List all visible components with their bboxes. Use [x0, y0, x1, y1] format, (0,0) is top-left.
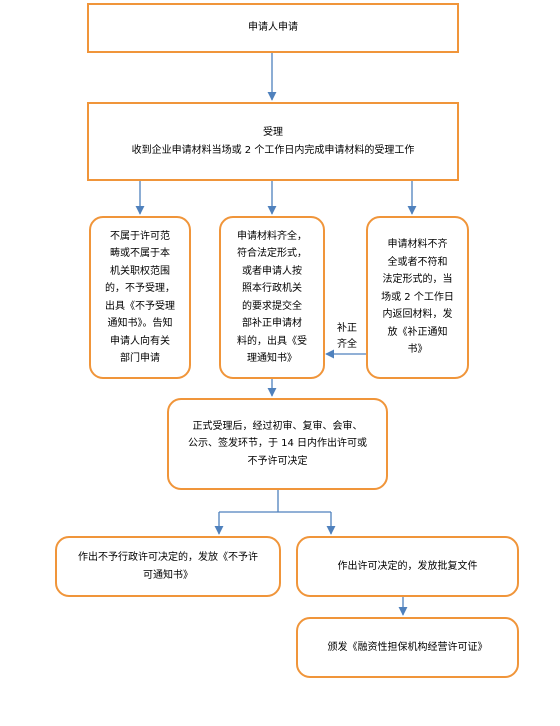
reject-scope-line: 不属于许可范 — [110, 230, 170, 242]
incomplete-line: 申请材料不齐 — [387, 239, 448, 251]
incomplete-line: 法定形式的，当 — [382, 274, 453, 286]
review-line: 不予许可决定 — [247, 455, 308, 467]
reject-scope-line: 部门申请 — [120, 353, 160, 364]
complete-line: 照本行政机关 — [242, 283, 302, 294]
reject-scope-box: 不属于许可范 畴或不属于本 机关职权范围 的，不予受理， 出具《不予受理 通知书… — [89, 216, 191, 379]
supplement-label-line: 补正 — [337, 323, 357, 334]
grant-decision-box: 作出许可决定的，发放批复文件 — [296, 536, 519, 597]
supplement-label: 补正 齐全 — [332, 321, 362, 353]
incomplete-line: 全或者不符和 — [387, 256, 448, 268]
apply-text: 申请人申请 — [248, 22, 298, 34]
review-box: 正式受理后，经过初审、复审、会审、 公示、签发环节，于 14 日内作出许可或 不… — [167, 398, 388, 490]
reject-scope-line: 通知书》。告知 — [107, 318, 173, 329]
review-line: 正式受理后，经过初审、复审、会审、 — [192, 420, 363, 432]
complete-line: 的要求提交全 — [242, 300, 302, 312]
accept-box: 受理 收到企业申请材料当场或 2 个工作日内完成申请材料的受理工作 — [87, 102, 459, 181]
complete-line: 符合法定形式， — [237, 248, 307, 259]
incomplete-box: 申请材料不齐 全或者不符和 法定形式的，当 场或 2 个工作日 内返回材料，发 … — [366, 216, 469, 379]
license-text: 颁发《融资性担保机构经营许可证》 — [327, 641, 488, 653]
complete-line: 或者申请人按 — [242, 265, 302, 277]
deny-decision-box: 作出不予行政许可决定的，发放《不予许 可通知书》 — [55, 536, 281, 597]
complete-line: 料的，出具《受 — [237, 335, 307, 347]
review-line: 公示、签发环节，于 14 日内作出许可或 — [187, 438, 368, 450]
apply-box: 申请人申请 — [87, 3, 459, 53]
reject-scope-line: 畴或不属于本 — [110, 248, 170, 259]
complete-line: 部补正申请材 — [242, 318, 302, 329]
accept-title: 受理 — [263, 127, 283, 138]
complete-box: 申请材料齐全， 符合法定形式， 或者申请人按 照本行政机关 的要求提交全 部补正… — [219, 216, 325, 379]
deny-decision-line: 作出不予行政许可决定的，发放《不予许 — [78, 552, 258, 563]
reject-scope-line: 的，不予受理， — [105, 283, 175, 294]
incomplete-line: 书》 — [407, 344, 428, 356]
deny-decision-line: 可通知书》 — [143, 569, 193, 581]
reject-scope-line: 出具《不予受理 — [105, 300, 175, 312]
complete-line: 理通知书》 — [247, 353, 297, 364]
supplement-label-line: 齐全 — [337, 339, 357, 350]
incomplete-line: 放《补正通知 — [387, 326, 448, 338]
grant-decision-text: 作出许可决定的，发放批复文件 — [337, 560, 478, 572]
reject-scope-line: 申请人向有关 — [110, 335, 170, 347]
accept-detail: 收到企业申请材料当场或 2 个工作日内完成申请材料的受理工作 — [131, 144, 415, 156]
license-box: 颁发《融资性担保机构经营许可证》 — [296, 617, 519, 678]
incomplete-line: 场或 2 个工作日 — [381, 291, 454, 303]
reject-scope-line: 机关职权范围 — [110, 265, 170, 277]
incomplete-line: 内返回材料，发 — [382, 309, 453, 321]
complete-line: 申请材料齐全， — [237, 230, 307, 242]
